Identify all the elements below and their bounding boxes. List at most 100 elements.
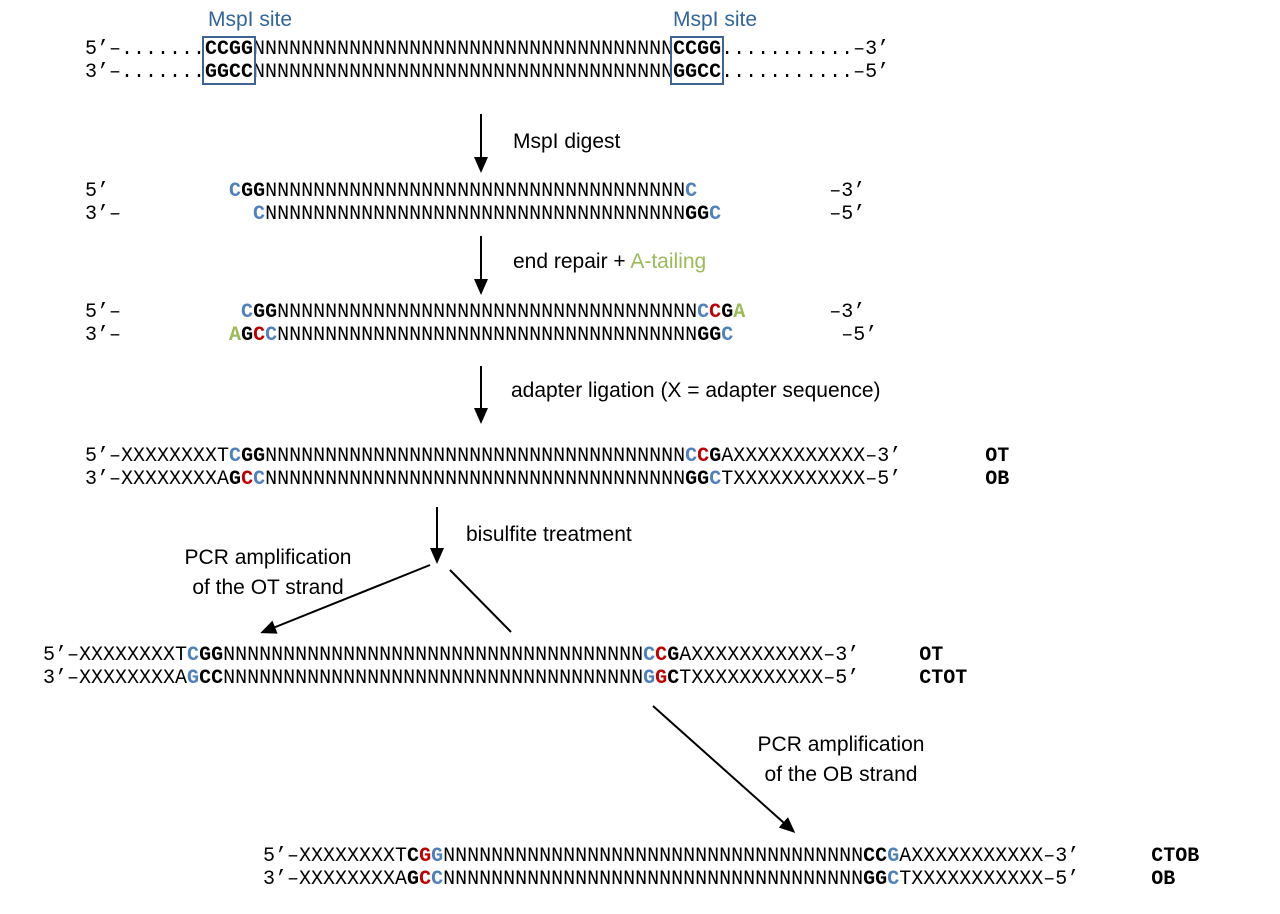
end-repair-text: end repair + [513,250,631,273]
seq-segment: NNNNNNNNNNNNNNNNNNNNNNNNNNNNNNNNNNN [277,324,698,347]
seq-segment: C [685,180,698,203]
seq-segment: C [697,445,710,468]
seq-segment [745,301,829,324]
strand-label: OB [985,468,1010,491]
seq-segment: CC [863,845,888,868]
seq-segment: C [253,468,266,491]
seq-segment: 5’– [43,644,80,667]
seq-segment [901,468,985,491]
pcr-ob-label-line1: PCR amplification [757,733,925,756]
seq-segment [859,644,919,667]
pcr-ot-label: PCR amplification of the OT strand [185,543,352,603]
adapter-ligated-duplex-strand-1: 5’–XXXXXXXXTCGGNNNNNNNNNNNNNNNNNNNNNNNNN… [85,445,1009,468]
seq-segment: T [721,468,734,491]
pcr-ot-product-duplex-strand-2: 3’–XXXXXXXXAGCCNNNNNNNNNNNNNNNNNNNNNNNNN… [43,667,967,690]
seq-segment: –3’ [1043,845,1080,868]
seq-segment [901,445,985,468]
seq-segment: ........... [721,61,854,84]
strand-label: OB [1151,868,1176,891]
strand-label: OT [919,644,944,667]
seq-segment: –5’ [865,468,902,491]
seq-segment: C [887,868,900,891]
seq-segment: –3’ [823,644,860,667]
seq-segment: C [685,445,698,468]
seq-segment [697,180,829,203]
seq-segment: GG [253,301,278,324]
seq-segment: XXXXXXXXA [121,468,230,491]
seq-segment: GG [697,324,722,347]
seq-segment: G [407,868,420,891]
seq-segment: CCGG [205,38,254,61]
seq-segment: C [253,203,266,226]
seq-segment: NNNNNNNNNNNNNNNNNNNNNNNNNNNNNNNNNNN [265,203,686,226]
seq-segment: 3’– [263,868,300,891]
seq-segment: C [241,468,254,491]
seq-segment: 5’– [263,845,300,868]
seq-segment: G [419,845,432,868]
seq-segment: NNNNNNNNNNNNNNNNNNNNNNNNNNNNNNNNNNN [265,445,686,468]
seq-segment: –3’ [829,180,866,203]
seq-segment: 5’ [85,180,110,203]
seq-segment: 3’– [43,667,80,690]
seq-segment: C [187,644,200,667]
seq-segment: GG [241,445,266,468]
seq-segment: G [431,845,444,868]
seq-segment: GGCC [673,61,722,84]
strand-label: CTOB [1151,845,1200,868]
pcr-ot-label-line1: PCR amplification [184,546,352,569]
pcr-ob-product-duplex-strand-2: 3’–XXXXXXXXAGCCNNNNNNNNNNNNNNNNNNNNNNNNN… [263,868,1199,891]
seq-segment: A [899,845,912,868]
seq-segment: G [229,468,242,491]
digested-fragment-duplex-strand-2: 3’– CNNNNNNNNNNNNNNNNNNNNNNNNNNNNNNNNNNN… [85,203,865,226]
seq-segment: XXXXXXXXXXX [911,868,1044,891]
seq-segment: 3’– [85,203,122,226]
ob-branch-line [449,569,512,633]
seq-segment: ....... [121,38,206,61]
seq-segment: C [229,180,242,203]
seq-segment: GG [199,644,224,667]
seq-segment: XXXXXXXXA [79,667,188,690]
seq-segment [1079,845,1151,868]
seq-segment: G [667,644,680,667]
seq-segment: 3’– [85,468,122,491]
seq-segment: C [655,644,668,667]
seq-segment: C [667,667,680,690]
seq-segment: –3’ [829,301,866,324]
seq-segment: 3’– [85,61,122,84]
seq-segment: G [887,845,900,868]
pcr-ob-label-line2: of the OB strand [764,763,918,786]
seq-segment: XXXXXXXXXXX [733,445,866,468]
seq-segment: C [253,324,266,347]
seq-segment: –3’ [853,38,890,61]
seq-segment: G [643,667,656,690]
seq-segment [733,324,841,347]
pcr-ot-label-line2: of the OT strand [192,576,344,599]
seq-segment: –5’ [1043,868,1080,891]
mspi-site-label-left: MspI site [207,8,293,31]
seq-segment: NNNNNNNNNNNNNNNNNNNNNNNNNNNNNNNNNNN [253,61,674,84]
seq-segment: ....... [121,61,206,84]
seq-segment: A [733,301,746,324]
step-label-mspi-digest: MspI digest [513,130,621,153]
seq-segment: GG [863,868,888,891]
seq-segment: 5’– [85,445,122,468]
seq-segment [121,203,253,226]
seq-segment: 5’– [85,301,122,324]
step-label-bisulfite-treatment: bisulfite treatment [466,523,632,546]
seq-segment [721,203,829,226]
pcr-ot-product-duplex-strand-1: 5’–XXXXXXXXTCGGNNNNNNNNNNNNNNNNNNNNNNNNN… [43,644,967,667]
seq-segment [1079,868,1151,891]
pcr-ob-label: PCR amplification of the OB strand [758,730,925,790]
seq-segment: C [721,324,734,347]
seq-segment: T [899,868,912,891]
seq-segment: T [679,667,692,690]
seq-segment: NNNNNNNNNNNNNNNNNNNNNNNNNNNNNNNNNNN [277,301,698,324]
step-label-end-repair: end repair + A-tailing [513,250,706,274]
seq-segment: C [697,301,710,324]
seq-segment [859,667,919,690]
end-repaired-a-tailed-duplex-strand-1: 5’– C GGNNNNNNNNNNNNNNNNNNNNNNNNNNNNNNNNN… [85,301,877,324]
seq-segment: XXXXXXXXXXX [691,644,824,667]
seq-segment: CC [199,667,224,690]
seq-segment: NNNNNNNNNNNNNNNNNNNNNNNNNNNNNNNNNNN [265,180,686,203]
seq-segment: C [407,845,420,868]
